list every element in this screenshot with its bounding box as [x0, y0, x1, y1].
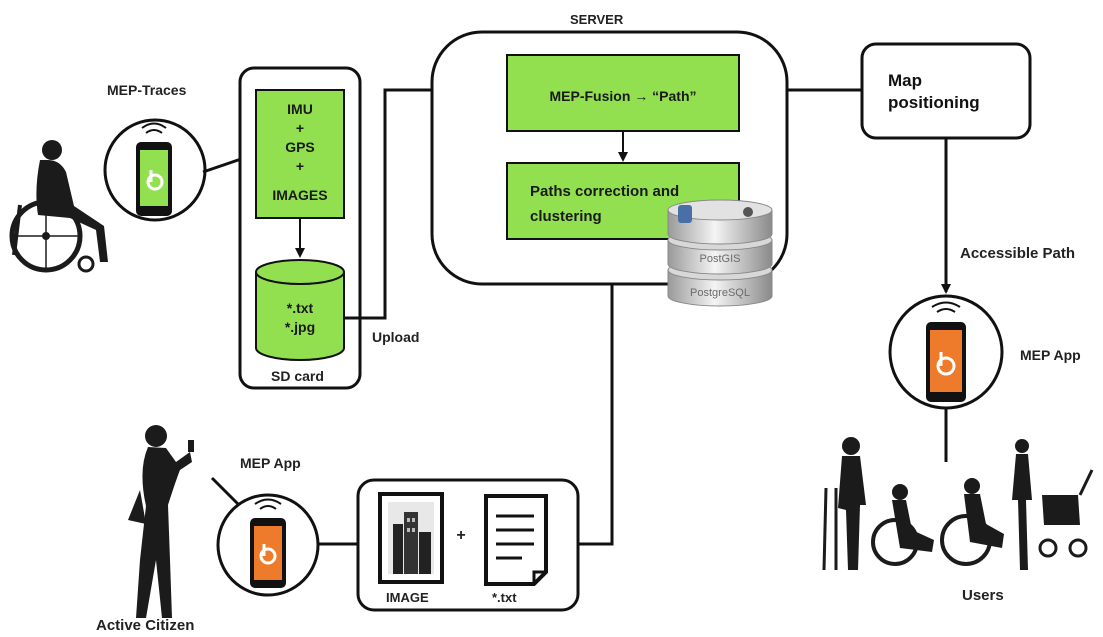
plus-sign: +: [456, 527, 465, 544]
citizen-to-phone-line: [210, 476, 242, 508]
paths-correction-line2: clustering: [530, 208, 602, 225]
map-positioning-line2: positioning: [888, 93, 980, 112]
mep-fusion-label: MEP-Fusion → “Path”: [550, 88, 697, 104]
users-group-icon: [822, 437, 1094, 571]
sd-storage-cylinder: [255, 259, 345, 361]
image-icon: [378, 492, 444, 584]
paths-correction-line1: Paths correction and: [530, 183, 679, 200]
database-stack-icon: [667, 199, 773, 307]
wheelchair-user-icon: [9, 140, 108, 273]
active-citizen-label: Active Citizen: [96, 617, 194, 634]
sensor-data-box: [255, 89, 345, 219]
server-label: SERVER: [570, 12, 624, 27]
document-icon: [484, 494, 548, 586]
sensor-imu: IMU: [287, 101, 313, 117]
map-positioning-box: [860, 42, 1032, 140]
sensor-plus-2: +: [296, 158, 304, 174]
mep-app-left-label: MEP App: [240, 455, 301, 471]
active-citizen-icon: [128, 425, 194, 618]
mep-traces-phone-icon: [103, 118, 207, 222]
mep-fusion-box: [506, 54, 740, 132]
users-label: Users: [962, 587, 1004, 604]
sensor-plus-1: +: [296, 120, 304, 136]
sensor-gps: GPS: [285, 139, 315, 155]
sensor-images: IMAGES: [272, 187, 327, 203]
mep-app-right-label: MEP App: [1020, 347, 1081, 363]
map-positioning-line1: Map: [888, 71, 922, 90]
citizen-phone-icon: [216, 493, 320, 597]
image-label: IMAGE: [386, 590, 429, 605]
accessible-path-label: Accessible Path: [960, 245, 1075, 262]
upload-label: Upload: [372, 329, 419, 345]
elephant-logo-icon: [678, 205, 692, 223]
globe-logo-icon: [743, 207, 753, 217]
postgresql-label: PostgreSQL: [690, 287, 750, 299]
sd-card-label: SD card: [271, 368, 324, 384]
storage-jpg: *.jpg: [285, 319, 315, 335]
citizen-to-server-line: [578, 284, 614, 546]
storage-txt: *.txt: [287, 300, 314, 316]
users-phone-icon: [888, 294, 1004, 410]
txt-file-label: *.txt: [492, 590, 517, 605]
postgis-label: PostGIS: [700, 253, 741, 265]
mep-traces-label: MEP-Traces: [107, 82, 187, 98]
